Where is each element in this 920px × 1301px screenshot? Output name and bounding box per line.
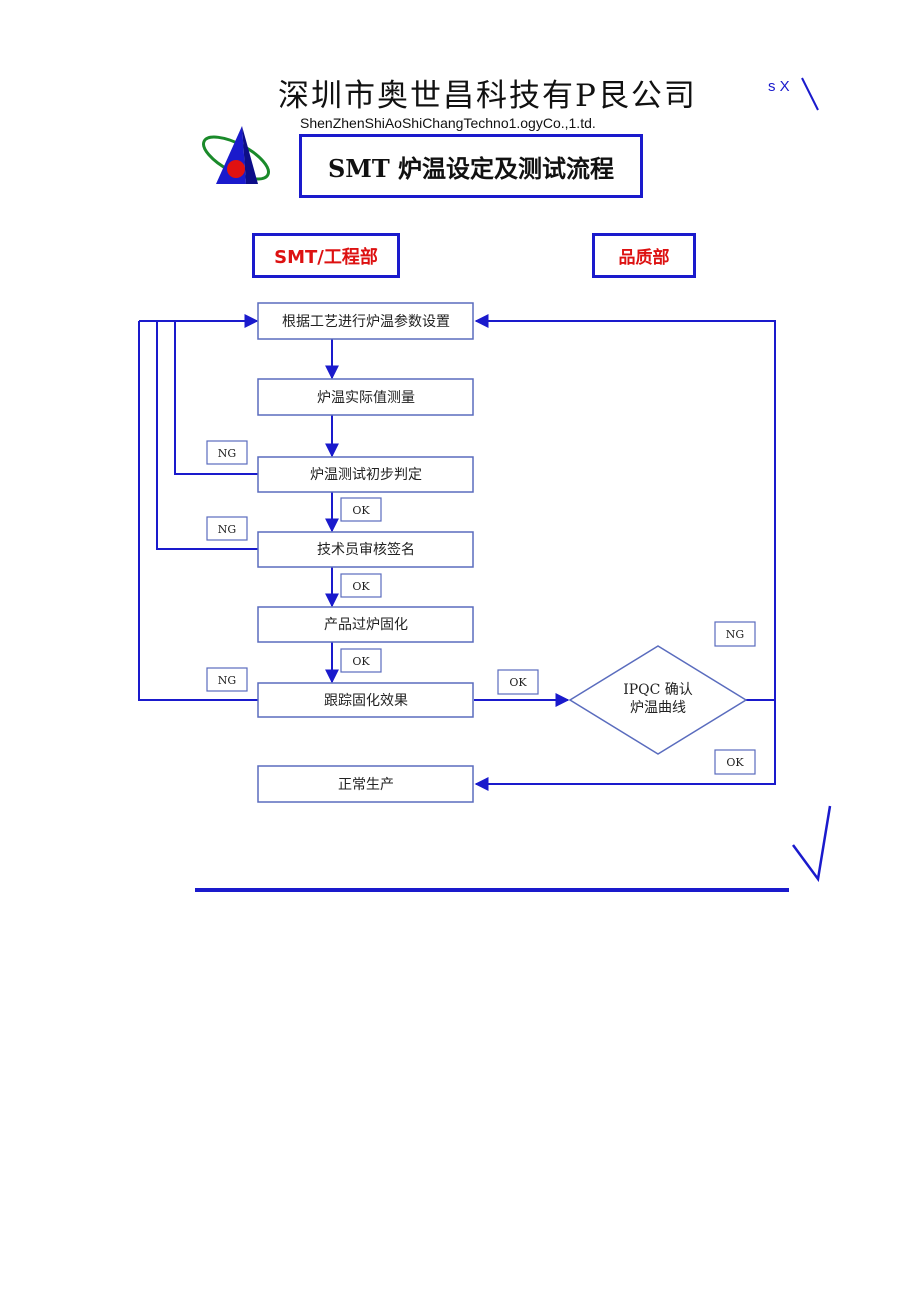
step-track-label: 跟踪固化效果 — [324, 693, 408, 709]
step-normal-label: 正常生产 — [338, 777, 394, 793]
loop-ok-decision — [474, 700, 776, 791]
tag-ng-review-box — [206, 516, 248, 541]
tag-ok-review-box — [340, 497, 382, 522]
tag-ok-normal: OK — [726, 756, 744, 769]
tag-ng-decision: NG — [726, 628, 744, 641]
loop-ng-review — [156, 321, 258, 550]
tag-ok-track: OK — [352, 655, 370, 668]
dept-quality: 品质部 — [592, 233, 696, 278]
tag-ng-review: NG — [218, 523, 236, 536]
step-cure-box — [257, 606, 474, 643]
tag-ok-normal-box — [714, 749, 756, 775]
decision-label-line1: IPQC 确认 — [623, 682, 693, 698]
step-initial-judge-label: 炉温测试初步判定 — [310, 466, 422, 483]
step-track-box — [257, 682, 474, 718]
company-name-english: ShenZhenShiAoShiChangTechno1.ogyCo.,1.td… — [300, 115, 596, 131]
step-normal-box — [257, 765, 474, 803]
tag-ok-review: OK — [352, 504, 370, 517]
company-logo-icon — [202, 126, 270, 184]
step-set-params-box — [257, 302, 474, 340]
tag-ng-judge-box — [206, 440, 248, 465]
tag-ok-cure: OK — [352, 580, 370, 593]
company-name: 深圳市奥世昌科技有P艮公司 — [278, 78, 697, 114]
slash-mark-icon — [801, 77, 819, 111]
step-initial-judge-box — [257, 456, 474, 493]
loop-ng-judge — [174, 321, 258, 475]
loop-ng-track — [138, 321, 258, 701]
tag-ng-judge: NG — [218, 447, 236, 460]
tag-ok-decision: OK — [509, 676, 527, 689]
dept-smt-engineering: SMT/工程部 — [252, 233, 400, 278]
tag-ok-track-box — [340, 648, 382, 673]
tag-ng-decision-box — [714, 621, 756, 647]
step-cure-label: 产品过炉固化 — [324, 617, 408, 633]
step-tech-review-label: 技术员审核签名 — [317, 541, 415, 558]
corner-mark: s X — [768, 78, 790, 95]
divider-line — [195, 888, 789, 892]
step-tech-review-box — [257, 531, 474, 568]
tag-ng-track: NG — [218, 674, 236, 687]
step-measure-label: 炉温实际值测量 — [317, 390, 415, 406]
tag-ng-track-box — [206, 667, 248, 692]
step-set-params-label: 根据工艺进行炉温参数设置 — [282, 313, 450, 330]
decision-label-line2: 炉温曲线 — [630, 700, 686, 716]
tag-ok-cure-box — [340, 573, 382, 598]
decision-diamond — [568, 645, 748, 755]
loop-ng-decision — [474, 314, 776, 701]
checkmark-icon — [791, 805, 832, 883]
tag-ok-decision-box — [497, 669, 539, 695]
page-title: SMT 炉温设定及测试流程 — [299, 134, 643, 198]
step-measure-box — [257, 378, 474, 416]
